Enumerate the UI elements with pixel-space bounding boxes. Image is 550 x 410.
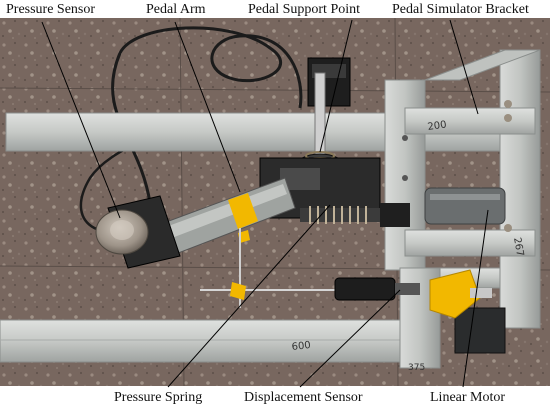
floor-mark: 600 [291,340,311,353]
label-pedal-support-point: Pedal Support Point [248,2,361,17]
label-pedal-arm: Pedal Arm [146,2,206,17]
label-pressure-spring: Pressure Spring [114,390,203,405]
label-linear-motor: Linear Motor [430,390,506,405]
label-displacement-sensor: Displacement Sensor [244,390,363,405]
bracket-mark-bottom: 375 [408,363,425,373]
label-pedal-simulator-bracket: Pedal Simulator Bracket [392,2,529,17]
bracket-mark-top: 200 [427,119,447,133]
label-pressure-sensor: Pressure Sensor [6,2,96,17]
pedal-simulator-photo: 200 267 600 375 [0,18,550,386]
bracket-mark-right: 267 [511,237,525,258]
